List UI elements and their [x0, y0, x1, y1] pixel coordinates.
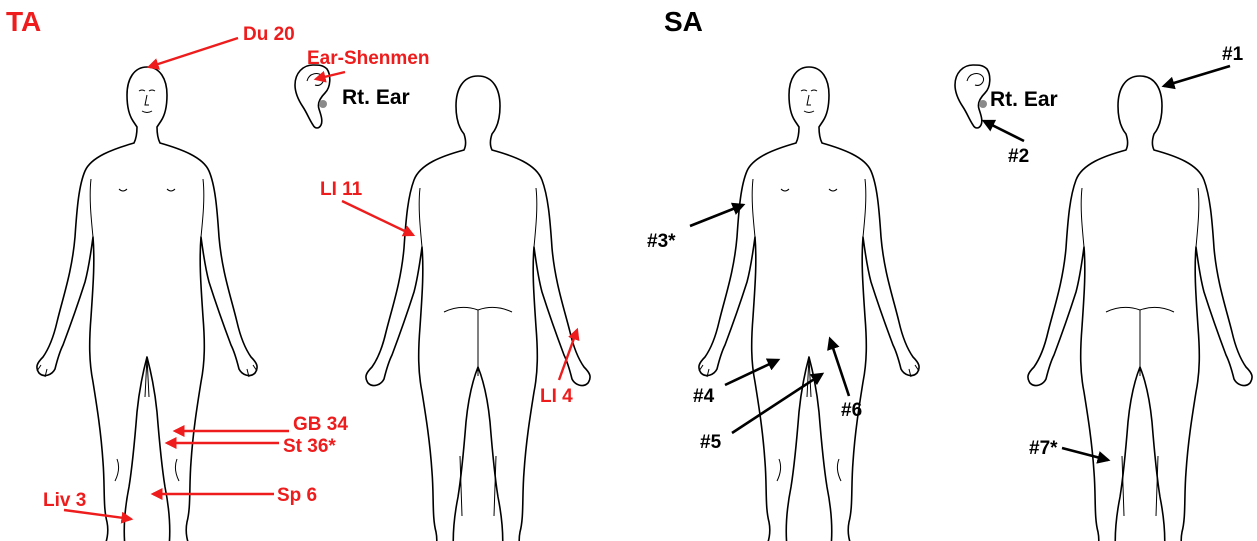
label-liv3: Liv 3	[43, 490, 86, 511]
sa-ear-figure	[955, 65, 990, 128]
label-ear-shenmen: Ear-Shenmen	[307, 48, 429, 69]
arrow-liv3	[64, 510, 131, 519]
label-st36: St 36*	[283, 436, 336, 457]
sa-ear-dot	[979, 100, 987, 108]
arrow-sa2	[984, 121, 1024, 141]
label-du20: Du 20	[243, 24, 295, 45]
ta-front-figure	[37, 67, 257, 541]
label-sa2: #2	[1008, 146, 1029, 167]
label-sa4: #4	[693, 386, 715, 407]
arrow-sa6	[830, 339, 849, 396]
label-sa7: #7*	[1029, 438, 1058, 459]
label-li4: LI 4	[540, 386, 573, 407]
arrow-li11	[342, 201, 413, 235]
label-sa1: #1	[1222, 44, 1244, 65]
sa-back-figure	[1028, 76, 1252, 541]
sa-front-figure	[699, 67, 919, 541]
ta-back-figure	[366, 76, 590, 541]
arrow-sa3	[690, 205, 743, 226]
arrow-sa5	[732, 374, 822, 433]
label-gb34: GB 34	[293, 414, 348, 435]
arrow-sa4	[725, 360, 778, 385]
label-sp6: Sp 6	[277, 485, 317, 506]
ta-ear-figure	[295, 65, 330, 128]
label-sa3: #3*	[647, 231, 676, 252]
label-li11: LI 11	[320, 179, 363, 200]
sa-panel-title: SA	[664, 6, 703, 37]
ta-panel-title: TA	[6, 6, 41, 37]
arrow-du20	[149, 38, 238, 67]
arrow-sa1	[1164, 66, 1230, 86]
arrow-sa7	[1062, 448, 1108, 460]
ta-ear-label: Rt. Ear	[342, 86, 410, 109]
ta-ear-dot	[319, 100, 327, 108]
sa-ear-label: Rt. Ear	[990, 88, 1058, 111]
label-sa5: #5	[700, 432, 722, 453]
arrow-li4	[559, 330, 577, 380]
label-sa6: #6	[841, 400, 862, 421]
